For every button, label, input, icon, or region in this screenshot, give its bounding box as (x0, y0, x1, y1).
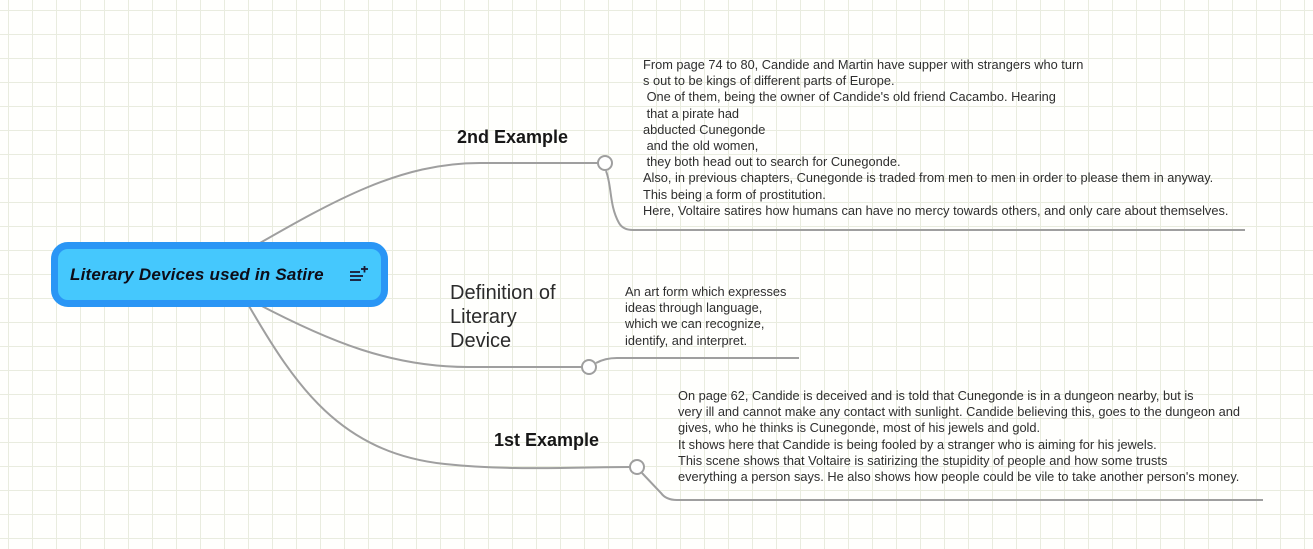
root-node-label[interactable]: Literary Devices used in Satire (70, 264, 324, 284)
branch-child-line-definition (595, 357, 799, 364)
branch-note-second-example[interactable]: From page 74 to 80, Candide and Martin h… (643, 57, 1229, 218)
branch-line-definition (255, 302, 582, 368)
branch-handle-first-example[interactable] (629, 459, 645, 475)
branch-label-first-example[interactable]: 1st Example (494, 430, 600, 450)
branch-handle-definition[interactable] (581, 359, 597, 375)
branch-note-definition[interactable]: An art form which expresses ideas throug… (625, 284, 787, 348)
branch-handle-second-example[interactable] (597, 155, 613, 171)
branch-label-definition[interactable]: Definition of Literary Device (450, 282, 556, 352)
branch-line-first-example (248, 305, 631, 470)
branch-child-line-second-example (605, 170, 1245, 231)
branch-child-line-first-example (641, 472, 1263, 501)
branch-line-second-example (252, 162, 598, 248)
branch-label-second-example[interactable]: 2nd Example (457, 127, 569, 147)
branch-note-first-example[interactable]: On page 62, Candide is deceived and is t… (678, 388, 1241, 485)
notes-add-icon[interactable] (348, 266, 369, 283)
root-node[interactable]: Literary Devices used in Satire (51, 242, 388, 307)
